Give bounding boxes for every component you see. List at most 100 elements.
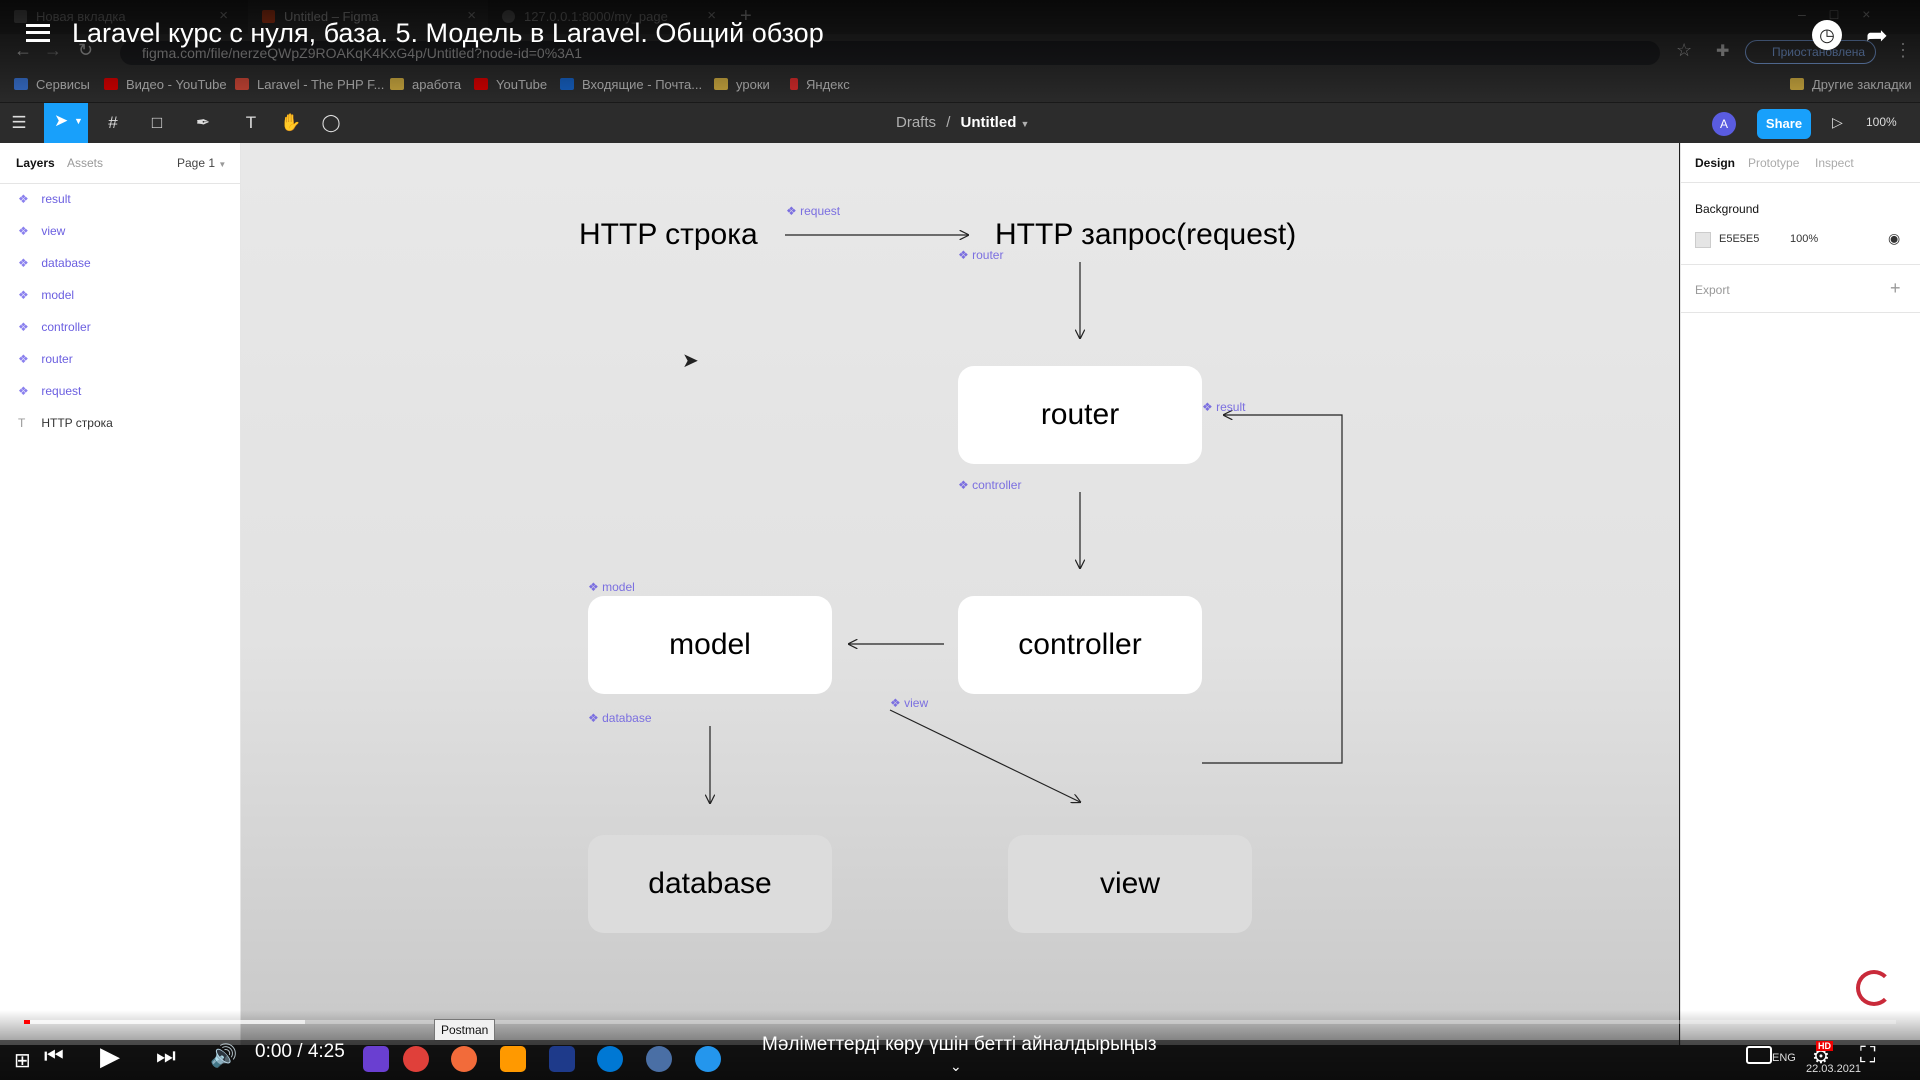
database-box[interactable]: database	[588, 835, 832, 933]
zoom-level[interactable]: 100%	[1866, 115, 1897, 129]
breadcrumb-drafts[interactable]: Drafts	[896, 114, 937, 131]
http-request-text[interactable]: HTTP запрос(request)	[995, 218, 1297, 251]
text-tool-icon[interactable]: T	[245, 113, 257, 132]
design-panel	[1680, 143, 1920, 1045]
http-string-text[interactable]: HTTP строка	[579, 218, 758, 251]
label-text: controller	[972, 478, 1022, 492]
r-taskbar-icon[interactable]	[646, 1046, 672, 1072]
label-text: view	[904, 696, 929, 710]
component-label-view[interactable]: ❖ view	[890, 696, 928, 710]
next-video-icon[interactable]: ⏭	[156, 1043, 176, 1068]
page-name: Page 1	[177, 156, 216, 170]
component-icon: ❖	[18, 288, 29, 302]
export-section-title: Export	[1695, 283, 1730, 297]
layer-item-model[interactable]: ❖ model	[18, 288, 74, 316]
video-progress-track[interactable]	[24, 1020, 1896, 1024]
component-icon: ❖	[588, 580, 599, 594]
hand-tool-icon[interactable]: ✋	[280, 113, 302, 132]
component-icon: ❖	[1202, 400, 1213, 414]
label-text: result	[1216, 400, 1246, 414]
subtitles-icon[interactable]	[1746, 1046, 1772, 1064]
shape-tool-icon[interactable]: □	[151, 113, 163, 132]
phpstorm-taskbar-icon[interactable]	[363, 1046, 389, 1072]
comment-tool-icon[interactable]: ◯	[321, 113, 341, 132]
layer-label: view	[41, 224, 66, 238]
pen-tool-icon[interactable]: ✒	[195, 113, 211, 132]
tab-assets[interactable]: Assets	[67, 156, 104, 170]
keyboard-language[interactable]: ENG	[1772, 1052, 1796, 1064]
eye-icon[interactable]: ◉	[1888, 230, 1901, 246]
component-label-request[interactable]: ❖ request	[786, 204, 840, 218]
model-box[interactable]: model	[588, 596, 832, 694]
share-arrow-icon[interactable]: ➦	[1866, 20, 1888, 50]
layer-item-view[interactable]: ❖ view	[18, 224, 65, 252]
background-hex-input[interactable]: E5E5E5	[1719, 233, 1760, 245]
app-taskbar-icon[interactable]	[549, 1046, 575, 1072]
watch-later-icon[interactable]: ◷	[1812, 20, 1842, 50]
figma-toolbar	[0, 103, 1920, 143]
sublime-taskbar-icon[interactable]	[500, 1046, 526, 1072]
avatar[interactable]: A	[1712, 112, 1736, 136]
layer-item-request[interactable]: ❖ request	[18, 384, 81, 412]
figma-canvas[interactable]	[241, 143, 1679, 1045]
present-play-icon[interactable]: ▷	[1832, 114, 1843, 130]
video-title[interactable]: Laravel курс с нуля, база. 5. Модель в L…	[72, 18, 824, 48]
component-icon: ❖	[18, 192, 29, 206]
tab-inspect[interactable]: Inspect	[1815, 156, 1854, 170]
label-text: model	[602, 580, 635, 594]
router-box[interactable]: router	[958, 366, 1202, 464]
channel-logo[interactable]	[1856, 970, 1892, 1006]
windows-start-icon[interactable]: ⊞	[14, 1050, 31, 1072]
layer-item-http-string[interactable]: T HTTP строка	[18, 416, 113, 444]
frame-tool-icon[interactable]: #	[108, 113, 118, 132]
background-color-swatch[interactable]	[1695, 232, 1711, 248]
component-label-router[interactable]: ❖ router	[958, 248, 1003, 262]
controller-box[interactable]: controller	[958, 596, 1202, 694]
layer-label: router	[41, 352, 73, 366]
add-export-icon[interactable]: +	[1890, 278, 1901, 298]
divider	[1680, 312, 1920, 313]
component-label-database[interactable]: ❖ database	[588, 711, 652, 725]
chrome-taskbar-icon[interactable]	[403, 1046, 429, 1072]
layer-item-controller[interactable]: ❖ controller	[18, 320, 91, 348]
docker-taskbar-icon[interactable]	[695, 1046, 721, 1072]
component-icon: ❖	[958, 248, 969, 262]
component-label-result[interactable]: ❖ result	[1202, 400, 1245, 414]
edge-taskbar-icon[interactable]	[597, 1046, 623, 1072]
previous-video-icon[interactable]: ⏮	[44, 1043, 64, 1068]
play-icon[interactable]: ▶	[100, 1041, 120, 1071]
background-opacity-input[interactable]: 100%	[1790, 233, 1819, 245]
system-date: 22.03.2021	[1806, 1063, 1862, 1075]
component-icon: ❖	[588, 711, 599, 725]
page-selector[interactable]: Page 1 ▼	[177, 156, 226, 170]
layers-panel	[0, 143, 241, 1045]
main-menu-icon[interactable]: ☰	[11, 113, 27, 132]
video-time: 0:00 / 4:25	[255, 1041, 345, 1062]
settings-gear-icon[interactable]: ⚙	[1812, 1046, 1830, 1068]
component-label-controller[interactable]: ❖ controller	[958, 478, 1021, 492]
windows-taskbar	[0, 1040, 1920, 1080]
breadcrumb[interactable]: Drafts / Untitled ▼	[896, 114, 1029, 131]
layer-item-result[interactable]: ❖ result	[18, 192, 71, 220]
tab-layers[interactable]: Layers	[16, 156, 55, 170]
tab-design[interactable]: Design	[1695, 156, 1736, 170]
layer-item-database[interactable]: ❖ database	[18, 256, 91, 284]
file-name[interactable]: Untitled	[960, 114, 1017, 131]
share-button[interactable]: Share	[1757, 109, 1811, 139]
exit-fullscreen-icon[interactable]: ⛶	[1860, 1042, 1876, 1067]
volume-icon[interactable]: 🔊	[210, 1043, 238, 1068]
chevron-down-icon[interactable]: ⌄	[950, 1058, 962, 1074]
move-tool-button[interactable]: ➤ ▼	[44, 103, 88, 143]
label-text: database	[602, 711, 652, 725]
layer-item-router[interactable]: ❖ router	[18, 352, 73, 380]
postman-taskbar-icon[interactable]	[451, 1046, 477, 1072]
layer-label: request	[41, 384, 82, 398]
tab-prototype[interactable]: Prototype	[1748, 156, 1800, 170]
view-box[interactable]: view	[1008, 835, 1252, 933]
component-icon: ❖	[18, 320, 29, 334]
playlist-icon[interactable]	[26, 24, 50, 42]
component-label-model[interactable]: ❖ model	[588, 580, 635, 594]
component-icon: ❖	[786, 204, 797, 218]
component-icon: ❖	[18, 352, 29, 366]
